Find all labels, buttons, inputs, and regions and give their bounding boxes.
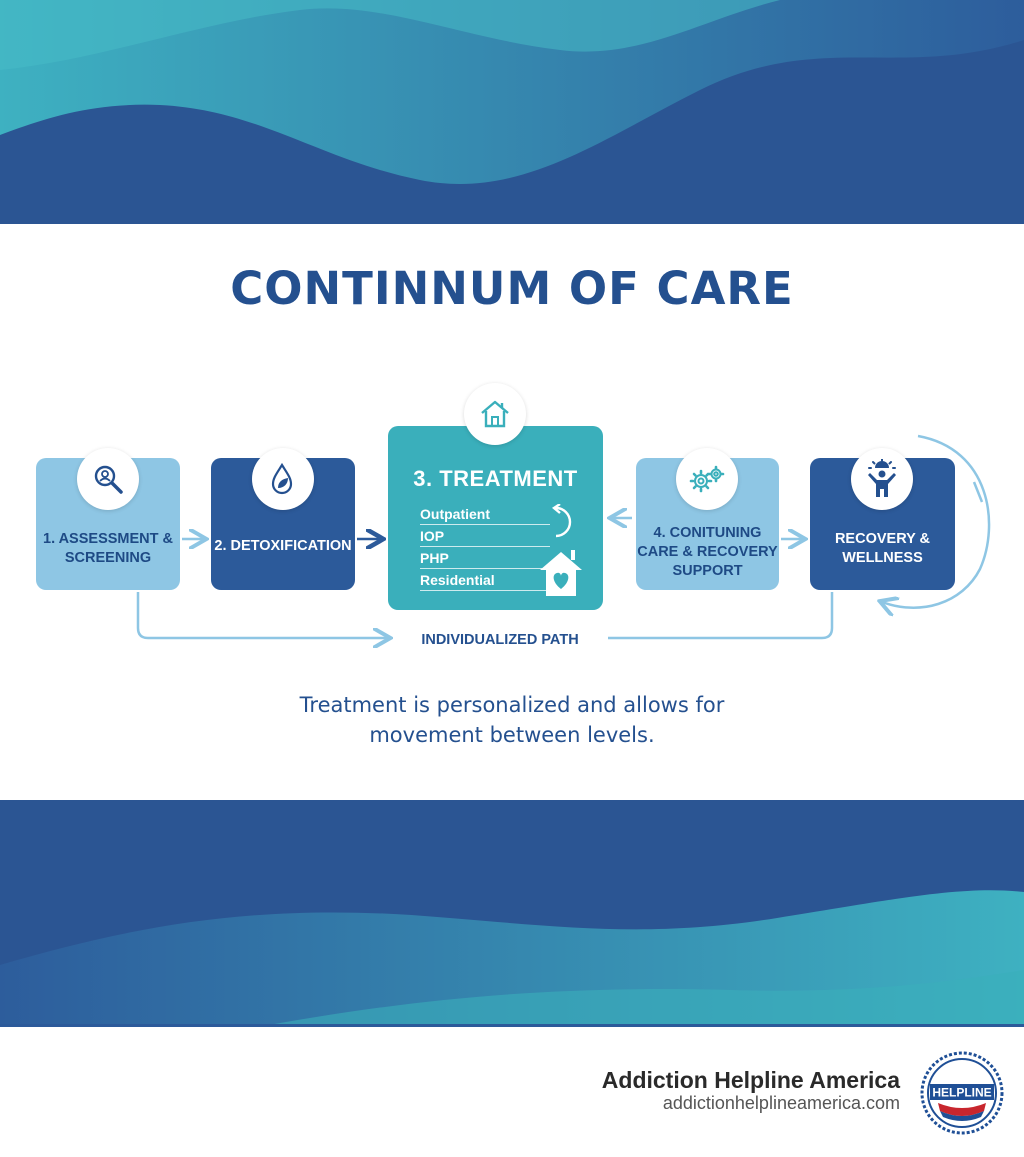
caption-line-2: movement between levels. (369, 723, 655, 747)
step-treatment-box: 3. TREATMENT Outpatient IOP PHP Resident… (388, 383, 603, 610)
gears-icon (676, 448, 738, 510)
top-wave-banner (0, 0, 1024, 224)
footer: Addiction Helpline America addictionhelp… (0, 1024, 1024, 1157)
water-drop-leaf-icon (252, 448, 314, 510)
step-detox-label: 2. DETOXIFICATION (214, 538, 352, 554)
bottom-wave-banner (0, 800, 1024, 1024)
brand-url: addictionhelplineamerica.com (662, 1093, 900, 1113)
step-assessment-label: 1. ASSESSMENT & SCREENING (43, 531, 173, 566)
page-title: CONTINNUM OF CARE (230, 262, 794, 315)
treatment-option-iop: IOP (420, 528, 550, 547)
step-continuing-care-box: 4. CONITUNING CARE & RECOVERY SUPPORT (636, 448, 779, 590)
treatment-option-residential: Residential (420, 572, 550, 591)
step-assessment-box: 1. ASSESSMENT & SCREENING (36, 448, 180, 590)
caption-line-1: Treatment is personalized and allows for (299, 693, 725, 717)
helpline-seal-logo: HELPLINE (920, 1051, 1004, 1135)
logo-text: HELPLINE (932, 1086, 991, 1100)
step-treatment-title: 3. TREATMENT (413, 466, 578, 491)
step-recovery-label: RECOVERY & WELLNESS (834, 531, 931, 566)
cycle-home-heart-icon (540, 504, 582, 596)
individualized-path-return (608, 592, 834, 640)
step-continuing-care-label: 4. CONITUNING CARE & RECOVERY SUPPORT (637, 525, 778, 579)
house-icon (464, 383, 526, 445)
brand-name: Addiction Helpline America (601, 1067, 900, 1093)
individualized-path-label: INDIVIDUALIZED PATH (394, 632, 606, 648)
flow-arrows (136, 434, 991, 800)
treatment-option-php: PHP (420, 550, 550, 569)
individualized-path-line (136, 592, 388, 638)
caption: Treatment is personalized and allows for… (0, 690, 1024, 750)
treatment-option-outpatient: Outpatient (420, 506, 550, 525)
step-detox-box: 2. DETOXIFICATION (211, 448, 355, 590)
magnifier-icon (77, 448, 139, 510)
recovery-loop-arrow (882, 434, 991, 608)
content-panel: CONTINNUM OF CARE 1. AS (0, 224, 1024, 800)
person-sun-icon (851, 448, 913, 510)
step-recovery-box: RECOVERY & WELLNESS (810, 448, 955, 590)
